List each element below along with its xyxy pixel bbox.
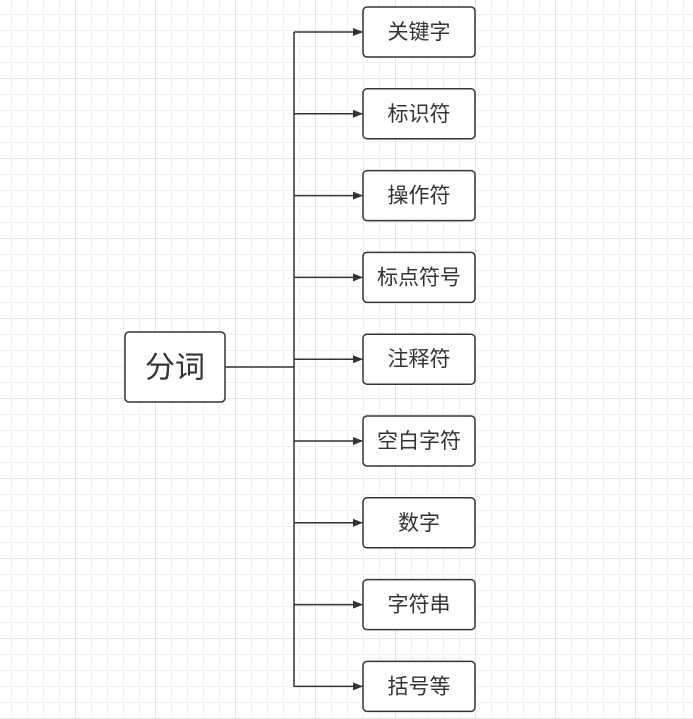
child-node[interactable]: 注释符 xyxy=(362,333,476,385)
root-node[interactable]: 分词 xyxy=(124,331,226,403)
child-node[interactable]: 空白字符 xyxy=(362,415,476,467)
child-node-label: 空白字符 xyxy=(377,429,461,453)
child-node[interactable]: 字符串 xyxy=(362,578,476,631)
child-node-label: 标点符号 xyxy=(377,265,461,289)
child-node-label: 字符串 xyxy=(388,593,451,617)
child-node-box xyxy=(362,660,476,713)
child-node[interactable]: 操作符 xyxy=(362,169,476,222)
child-node-box xyxy=(362,578,476,631)
child-node-label: 数字 xyxy=(398,511,440,535)
child-node-box xyxy=(362,6,476,58)
child-node-label: 标识符 xyxy=(388,102,451,126)
child-node-box xyxy=(362,169,476,222)
child-node-box xyxy=(362,333,476,385)
child-node[interactable]: 关键字 xyxy=(362,6,476,58)
child-node-label: 注释符 xyxy=(388,347,451,371)
child-node[interactable]: 标识符 xyxy=(362,88,476,140)
child-node-box xyxy=(362,251,476,304)
child-node[interactable]: 标点符号 xyxy=(362,251,476,304)
child-node-box xyxy=(362,497,476,549)
child-node-label: 括号等 xyxy=(388,674,451,698)
root-node-label: 分词 xyxy=(145,351,205,386)
child-node-box xyxy=(362,88,476,140)
child-node[interactable]: 括号等 xyxy=(362,660,476,713)
child-node[interactable]: 数字 xyxy=(362,497,476,549)
child-node-label: 关键字 xyxy=(388,20,451,44)
child-node-label: 操作符 xyxy=(388,184,451,208)
child-node-box xyxy=(362,415,476,467)
